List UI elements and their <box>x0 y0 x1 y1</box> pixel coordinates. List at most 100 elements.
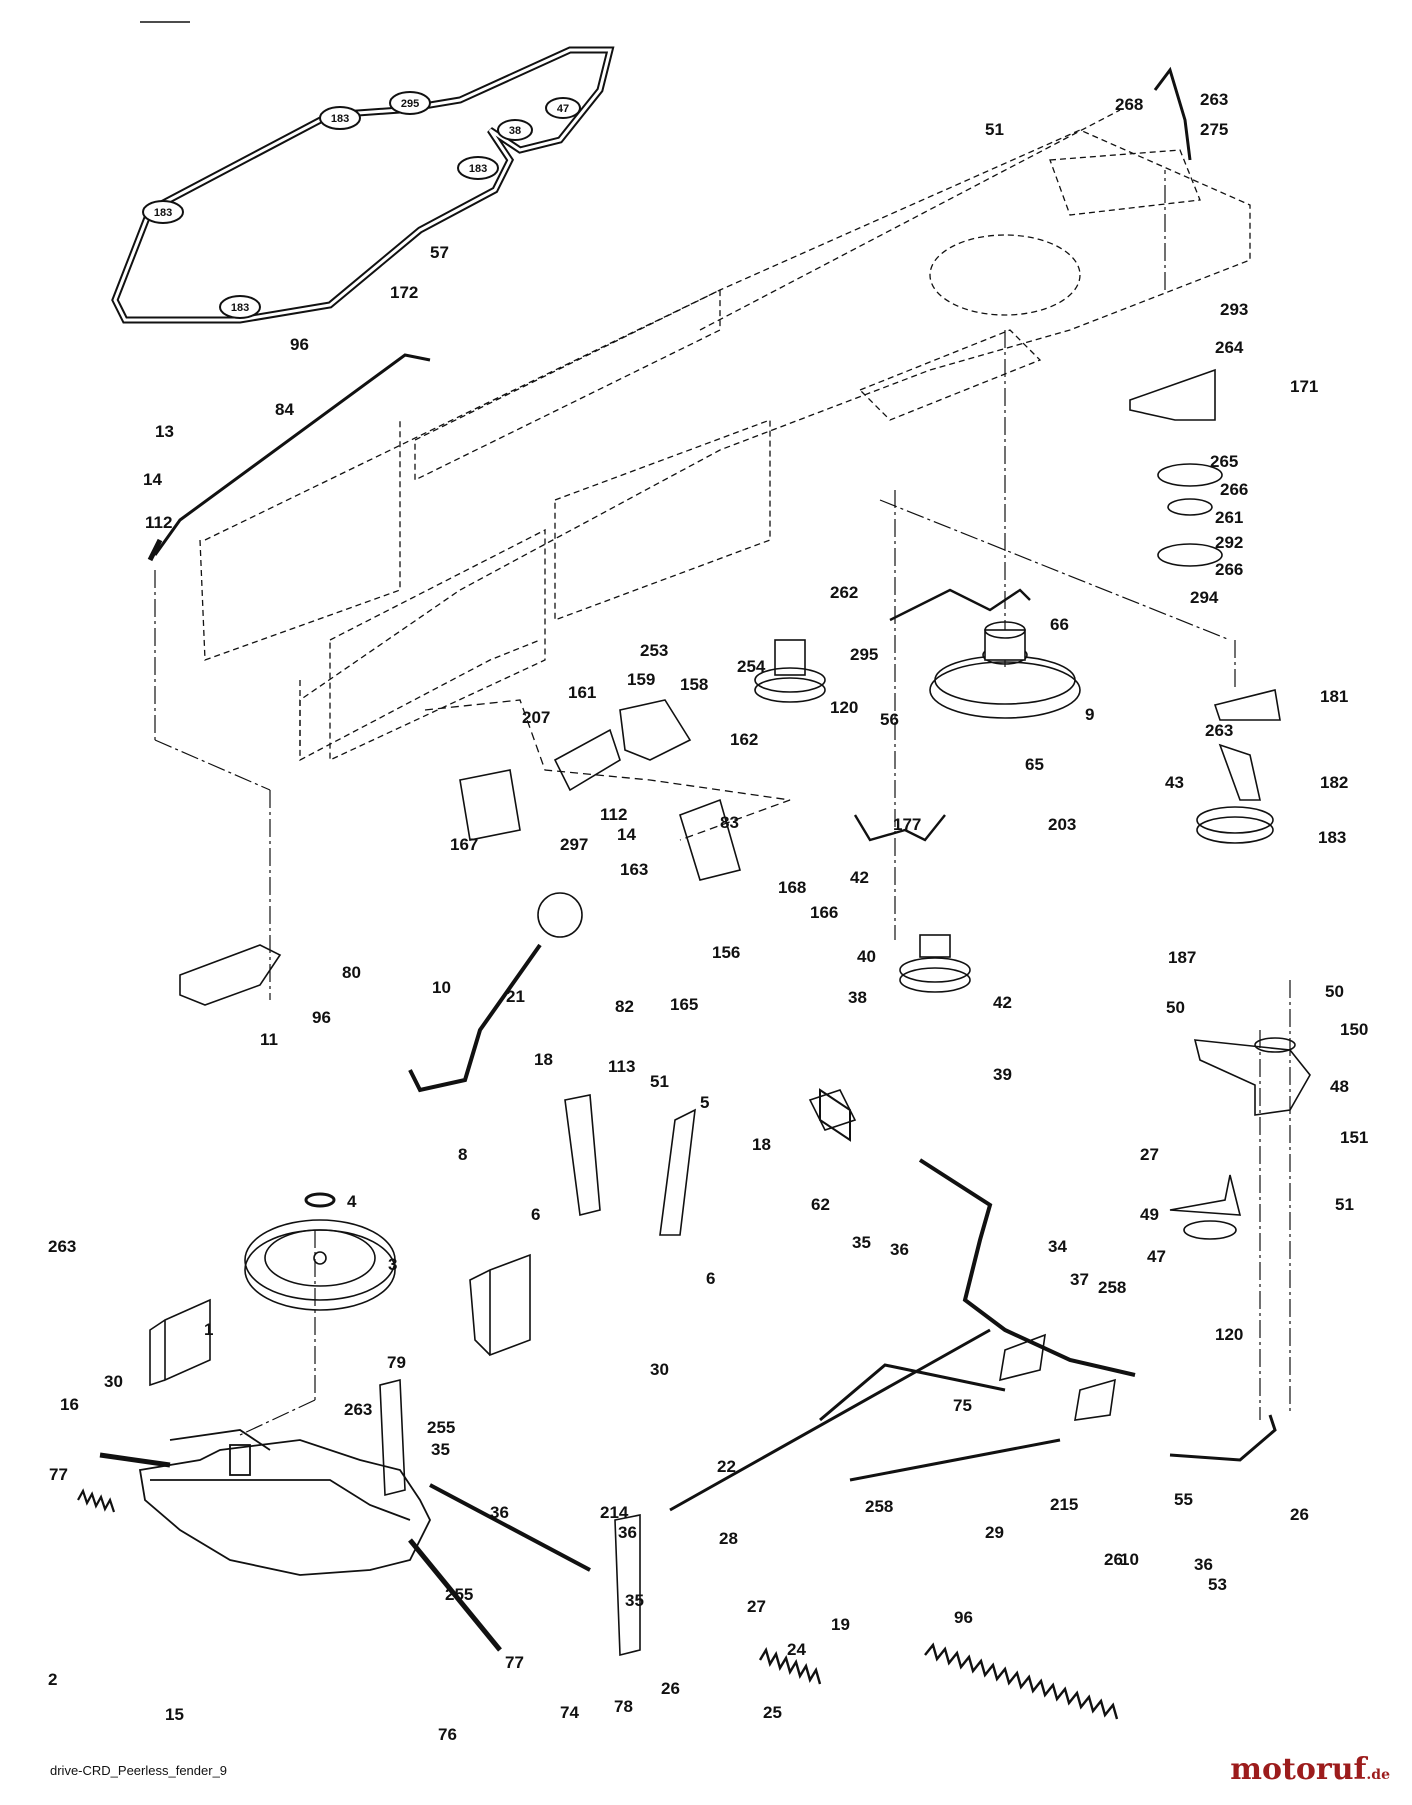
part-number-8: 8 <box>458 1145 467 1164</box>
bracket-165 <box>679 798 741 881</box>
part-number-266: 266 <box>1215 560 1243 579</box>
badge-label: 295 <box>401 98 419 110</box>
part-number-168: 168 <box>778 878 806 897</box>
bracket-264 <box>1129 368 1216 421</box>
part-number-156: 156 <box>712 943 740 962</box>
part-number-27: 27 <box>1140 1145 1159 1164</box>
badge-6: 183 <box>219 295 261 319</box>
part-number-266: 266 <box>1220 480 1248 499</box>
part-number-113: 113 <box>608 1057 635 1076</box>
part-number-78: 78 <box>614 1697 633 1716</box>
link-255-lower <box>614 1514 641 1657</box>
part-number-34: 34 <box>1048 1237 1067 1256</box>
part-number-295: 295 <box>850 645 878 664</box>
part-number-27: 27 <box>747 1597 766 1616</box>
bracket-258 <box>999 1333 1046 1382</box>
part-number-177: 177 <box>893 815 921 834</box>
part-number-275: 275 <box>1200 120 1228 139</box>
part-number-76: 76 <box>438 1725 457 1744</box>
part-number-39: 39 <box>993 1065 1012 1084</box>
part-number-51: 51 <box>650 1072 669 1091</box>
part-number-120: 120 <box>1215 1325 1243 1344</box>
bracket-113 <box>564 1094 601 1216</box>
bracket-181 <box>1213 689 1281 721</box>
bracket-30-right <box>469 1253 531 1357</box>
part-number-10: 10 <box>432 978 451 997</box>
part-number-261: 261 <box>1215 508 1243 527</box>
bracket-49 <box>1169 1174 1242 1216</box>
bracket-48 <box>1193 1039 1311 1116</box>
part-number-264: 264 <box>1215 338 1244 357</box>
part-number-79: 79 <box>387 1353 406 1372</box>
part-number-294: 294 <box>1190 588 1219 607</box>
part-number-258: 258 <box>1098 1278 1126 1297</box>
part-number-112: 112 <box>600 805 627 824</box>
part-number-165: 165 <box>670 995 698 1014</box>
part-number-83: 83 <box>720 813 739 832</box>
part-number-172: 172 <box>390 283 418 302</box>
brand-name: motoruf <box>1230 1752 1367 1787</box>
part-number-215: 215 <box>1050 1495 1078 1514</box>
transaxle-1 <box>99 1429 502 1652</box>
part-number-163: 163 <box>620 860 648 879</box>
bracket-80 <box>179 944 282 1006</box>
part-number-263: 263 <box>1205 721 1233 740</box>
part-number-66: 66 <box>1050 615 1069 634</box>
shift-lever-8 <box>408 943 542 1093</box>
part-number-263: 263 <box>344 1400 372 1419</box>
part-number-166: 166 <box>810 903 838 922</box>
rod-28 <box>819 1363 1006 1422</box>
part-number-19: 19 <box>831 1615 850 1634</box>
bracket-182 <box>1218 743 1261 801</box>
idler-stack-right <box>1157 463 1296 1240</box>
part-number-9: 9 <box>1085 705 1094 724</box>
part-number-26: 26 <box>661 1679 680 1698</box>
badge-label: 183 <box>469 163 487 175</box>
part-number-268: 268 <box>1115 95 1143 114</box>
part-number-53: 53 <box>1208 1575 1227 1594</box>
badge-1: 295 <box>389 91 431 115</box>
rod-22 <box>669 1328 991 1512</box>
part-number-5: 5 <box>700 1093 709 1112</box>
part-number-162: 162 <box>730 730 758 749</box>
part-number-263: 263 <box>48 1237 76 1256</box>
part-number-49: 49 <box>1140 1205 1159 1224</box>
badge-label: 47 <box>557 103 569 115</box>
part-number-203: 203 <box>1048 815 1076 834</box>
spring-55 <box>924 1642 1119 1720</box>
part-number-253: 253 <box>640 641 668 660</box>
bracket-30-left <box>149 1298 211 1387</box>
part-number-292: 292 <box>1215 533 1243 552</box>
part-number-151: 151 <box>1340 1128 1368 1147</box>
brand-logo: motoruf.de <box>1230 1752 1390 1787</box>
part-number-96: 96 <box>954 1608 973 1627</box>
part-number-51: 51 <box>1335 1195 1354 1214</box>
part-number-6: 6 <box>706 1269 715 1288</box>
badge-label: 183 <box>154 207 172 219</box>
snap-ring-4 <box>304 1192 336 1208</box>
part-number-37: 37 <box>1070 1270 1089 1289</box>
part-number-258: 258 <box>865 1497 893 1516</box>
part-number-65: 65 <box>1025 755 1044 774</box>
part-number-167: 167 <box>450 835 478 854</box>
part-number-26: 26 <box>1290 1505 1309 1524</box>
part-number-28: 28 <box>719 1529 738 1548</box>
part-number-40: 40 <box>857 947 876 966</box>
part-number-181: 181 <box>1320 687 1348 706</box>
part-number-265: 265 <box>1210 452 1238 471</box>
part-number-96: 96 <box>290 335 309 354</box>
bracket-167 <box>459 769 521 841</box>
plate-158 <box>619 699 692 761</box>
hitch-pin-268 <box>1153 66 1192 161</box>
bracket-258-right <box>1074 1378 1116 1421</box>
badge-label: 183 <box>231 302 249 314</box>
part-number-48: 48 <box>1330 1077 1349 1096</box>
part-number-50: 50 <box>1325 982 1344 1001</box>
badge-label: 183 <box>331 113 349 125</box>
part-number-77: 77 <box>505 1653 524 1672</box>
part-number-262: 262 <box>830 583 858 602</box>
part-number-75: 75 <box>953 1396 972 1415</box>
